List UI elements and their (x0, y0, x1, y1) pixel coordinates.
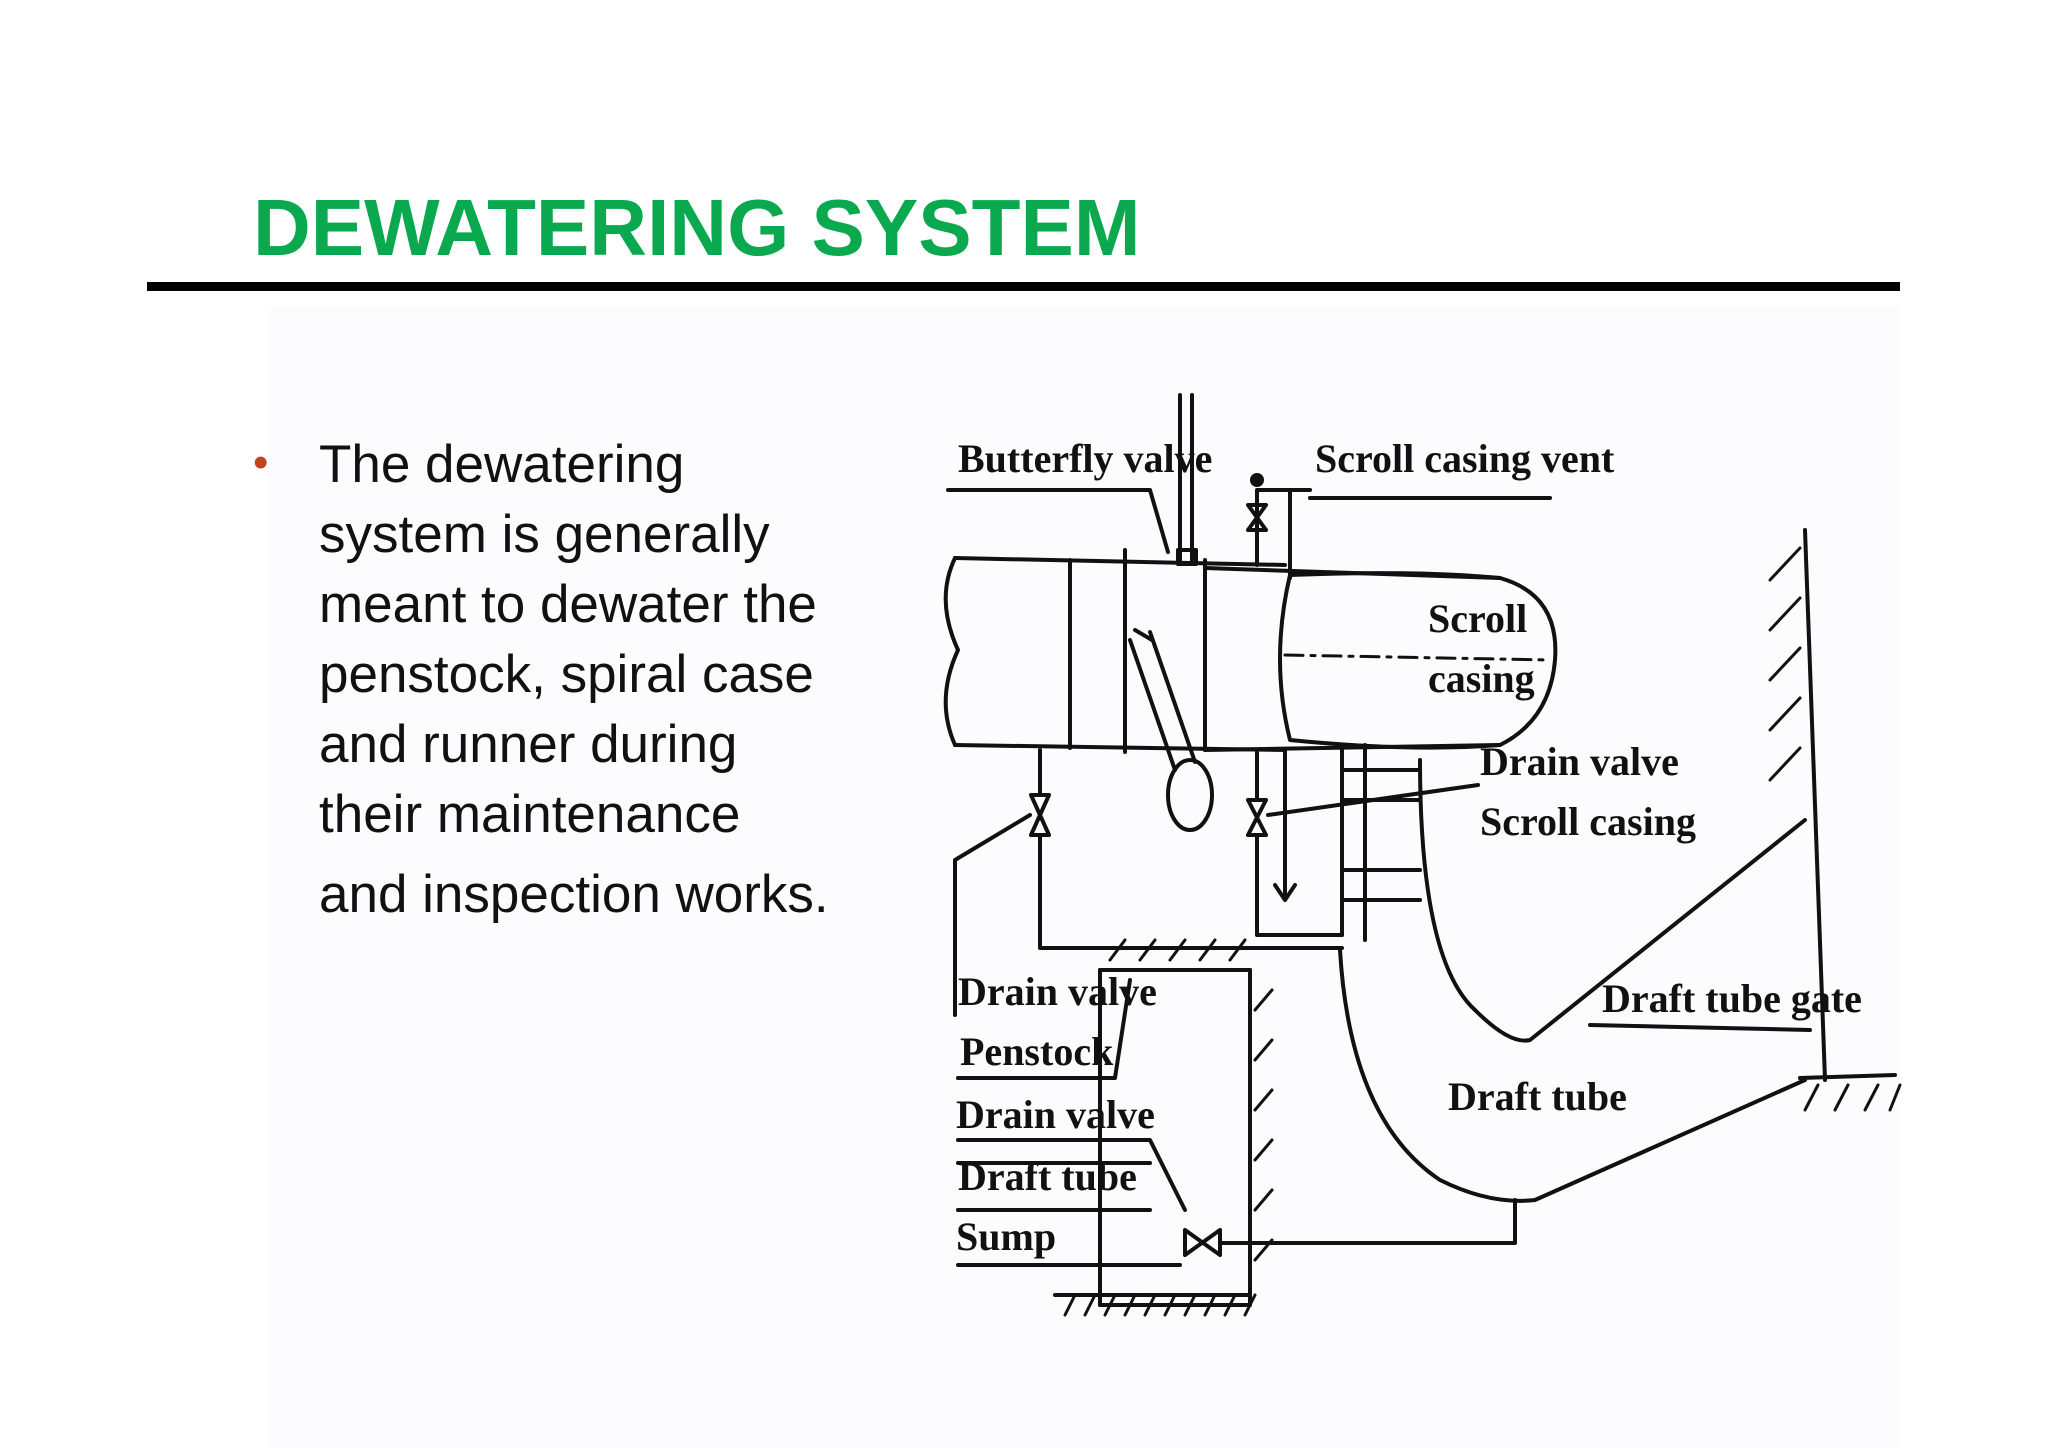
valve-disc (1166, 758, 1214, 832)
scroll-drain-valve (1246, 798, 1268, 837)
penstock-end (943, 556, 960, 747)
gate-floor (1798, 1073, 1897, 1080)
butterfly-valve-stem (1178, 393, 1194, 562)
scroll-vent (1255, 488, 1292, 580)
title-underline (147, 282, 1900, 291)
draft-tube-drain-pipe (1218, 1198, 1517, 1245)
label-scroll-casing-2: casing (1428, 656, 1535, 701)
sump-hatching (1063, 1293, 1257, 1317)
label-drain-valve-penstock-1: Drain valve (958, 969, 1157, 1014)
label-drain-valve-penstock-2: Penstock (960, 1029, 1114, 1074)
vent-valve (1246, 503, 1268, 532)
wall-hatching (1253, 988, 1274, 1262)
bullet-line: penstock, spiral case (319, 645, 814, 704)
scroll-drain-pipe (1255, 748, 1344, 937)
gate-floor-hatching (1803, 1083, 1902, 1112)
label-drain-valve-scroll-1: Drain valve (1480, 739, 1679, 784)
label-draft-tube-gate: Draft tube gate (1602, 976, 1862, 1021)
dewatering-diagram: Butterfly valve Scroll casing vent Scrol… (943, 393, 1902, 1317)
sump-hatch (1053, 1293, 1252, 1307)
floor-hatching (1108, 938, 1247, 962)
bullet-text: The dewatering system is generally meant… (319, 430, 919, 930)
bullet-line: and inspection works. (319, 865, 829, 924)
draft-gate-wall (1803, 528, 1827, 1082)
leader-drain-penstock (953, 813, 1032, 1017)
leader-butterfly (946, 488, 1170, 554)
slide-title: DEWATERING SYSTEM (253, 183, 1141, 272)
label-drain-valve-draft-2: Draft tube (958, 1154, 1137, 1199)
butterfly-valve-top (1176, 548, 1198, 566)
label-drain-valve-draft-1: Drain valve (956, 1092, 1155, 1137)
label-rule (956, 1161, 1152, 1212)
label-draft-tube: Draft tube (1448, 1074, 1627, 1119)
content-panel (270, 306, 1900, 1448)
penstock-drain-valve (1029, 793, 1051, 837)
penstock-pipe (953, 556, 1287, 752)
bullet-marker: • (253, 438, 269, 487)
label-sump: Sump (956, 1214, 1056, 1259)
leader-gate (1588, 1023, 1812, 1032)
scroll-centerline (1283, 653, 1552, 662)
draft-tube-outer (1338, 948, 1807, 1203)
butterfly-valve-body (1068, 548, 1207, 754)
leader-penstock (956, 978, 1132, 1080)
bullet-line: and runner during (319, 715, 738, 774)
label-scroll-casing-1: Scroll (1428, 596, 1527, 641)
draft-tube-inner (1418, 758, 1807, 1043)
bullet-line: The dewatering (319, 435, 685, 494)
valve-lever (1128, 628, 1197, 772)
leader-draft (956, 1138, 1187, 1212)
bullet-line: system is generally (319, 505, 770, 564)
leader-drain-scroll (1266, 783, 1480, 817)
bullet-line: their maintenance (319, 785, 741, 844)
label-butterfly-valve: Butterfly valve (958, 436, 1212, 481)
label-scroll-casing-vent: Scroll casing vent (1315, 436, 1615, 481)
bullet-line: meant to dewater the (319, 575, 817, 634)
runner-block (1340, 743, 1422, 942)
sump-walls (1098, 968, 1252, 1307)
sump-valve (1183, 1228, 1222, 1257)
gate-hatching (1768, 546, 1802, 782)
scroll-casing (1278, 571, 1558, 750)
label-drain-valve-scroll-2: Scroll casing (1480, 799, 1696, 844)
penstock-drain-pipe (1038, 748, 1344, 950)
